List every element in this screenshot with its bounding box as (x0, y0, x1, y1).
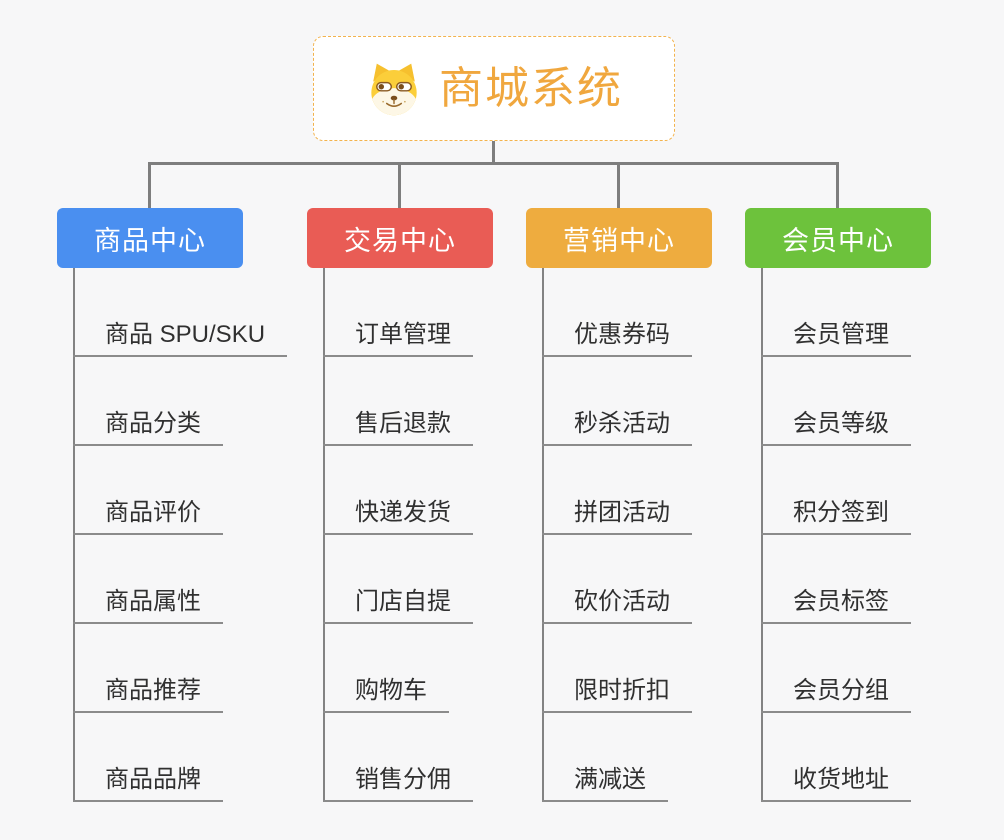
child-topic[interactable]: 砍价活动 (542, 582, 692, 624)
child-topic[interactable]: 会员管理 (761, 315, 911, 357)
dog-face-icon (371, 63, 417, 115)
branch-node-1[interactable]: 商品中心 (57, 208, 243, 268)
root-stem-line (492, 139, 495, 163)
child-topic[interactable]: 收货地址 (761, 760, 911, 802)
child-topic[interactable]: 优惠券码 (542, 315, 692, 357)
child-topic[interactable]: 商品分类 (73, 404, 223, 446)
branch-drop-line-2 (398, 162, 401, 208)
branch-trunk-line (73, 268, 75, 802)
branch-node-4[interactable]: 会员中心 (745, 208, 931, 268)
root-node[interactable]: 商城系统 (313, 36, 675, 141)
branch-column-2: 交易中心订单管理售后退款快递发货门店自提购物车销售分佣 (307, 208, 493, 802)
child-topic[interactable]: 拼团活动 (542, 493, 692, 535)
child-topic[interactable]: 门店自提 (323, 582, 473, 624)
branch-column-4: 会员中心会员管理会员等级积分签到会员标签会员分组收货地址 (745, 208, 931, 802)
child-topic[interactable]: 会员分组 (761, 671, 911, 713)
branch-trunk-line (542, 268, 544, 802)
child-topic[interactable]: 订单管理 (323, 315, 473, 357)
branch-trunk-line (761, 268, 763, 802)
branch-column-1: 商品中心商品 SPU/SKU 商品分类商品评价商品属性商品推荐商品品牌 (57, 208, 288, 802)
child-topic[interactable]: 秒杀活动 (542, 404, 692, 446)
root-title: 商城系统 (439, 63, 623, 113)
child-topic[interactable]: 商品评价 (73, 493, 223, 535)
branch-node-2[interactable]: 交易中心 (307, 208, 493, 268)
child-topic[interactable]: 快递发货 (323, 493, 473, 535)
child-topic[interactable]: 购物车 (323, 671, 449, 713)
branch-drop-line-3 (617, 162, 620, 208)
branch-trunk-line (323, 268, 325, 802)
child-topic[interactable]: 商品属性 (73, 582, 223, 624)
child-topic[interactable]: 积分签到 (761, 493, 911, 535)
branch-drop-line-1 (148, 162, 151, 208)
child-topic[interactable]: 会员等级 (761, 404, 911, 446)
child-topic[interactable]: 商品品牌 (73, 760, 223, 802)
branch-column-3: 营销中心优惠券码秒杀活动拼团活动砍价活动限时折扣满减送 (526, 208, 712, 802)
child-topic[interactable]: 售后退款 (323, 404, 473, 446)
child-topic[interactable]: 满减送 (542, 760, 668, 802)
branch-drop-line-4 (836, 162, 839, 208)
child-topic[interactable]: 限时折扣 (542, 671, 692, 713)
child-topic[interactable]: 销售分佣 (323, 760, 473, 802)
child-topic[interactable]: 会员标签 (761, 582, 911, 624)
child-topic[interactable]: 商品推荐 (73, 671, 223, 713)
child-topic[interactable]: 商品 SPU/SKU (73, 315, 288, 357)
branch-node-3[interactable]: 营销中心 (526, 208, 712, 268)
branch-rail-line (148, 162, 839, 165)
